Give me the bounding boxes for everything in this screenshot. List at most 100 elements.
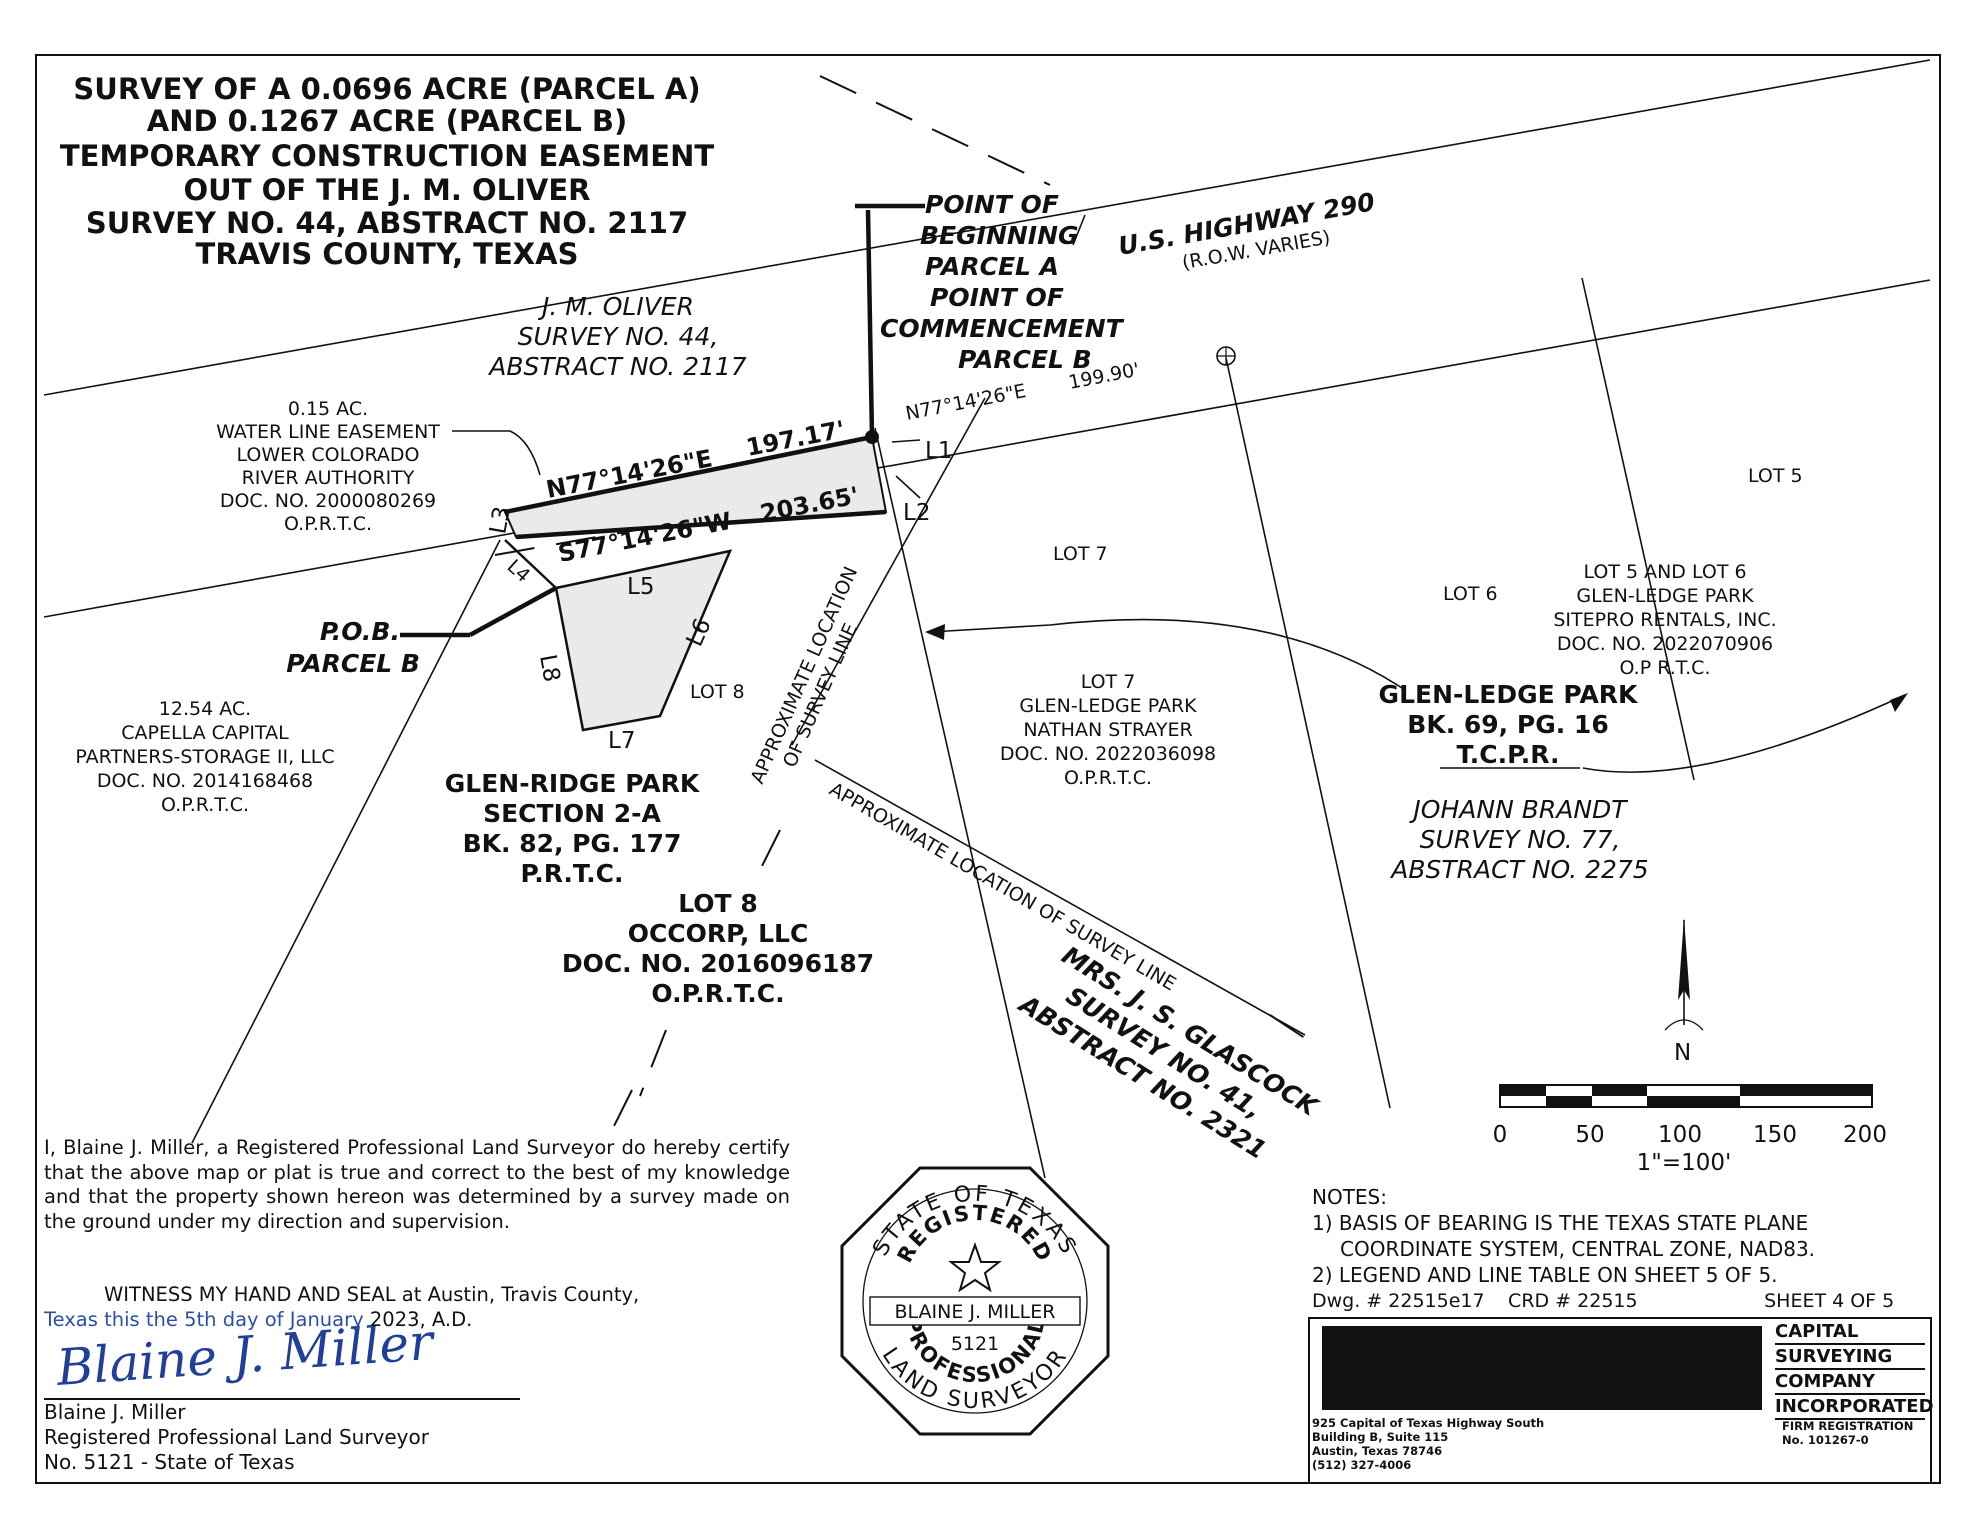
svg-text:0.15 AC.: 0.15 AC. bbox=[288, 398, 368, 420]
line-label-l7: L7 bbox=[608, 728, 635, 754]
line-label-l8: L8 bbox=[534, 653, 564, 685]
svg-text:GLEN-RIDGE PARK: GLEN-RIDGE PARK bbox=[445, 769, 701, 798]
scale-tick-150: 150 bbox=[1753, 1122, 1797, 1148]
dashed-line-upper bbox=[819, 75, 1051, 186]
svg-text:DOC. NO. 2000080269: DOC. NO. 2000080269 bbox=[220, 490, 436, 512]
oliver-survey-label: J. M. OLIVER SURVEY NO. 44, ABSTRACT NO.… bbox=[487, 292, 747, 381]
highway-label: U.S. HIGHWAY 290 (R.O.W. VARIES) bbox=[1116, 187, 1377, 274]
scale-tick-50: 50 bbox=[1575, 1122, 1604, 1148]
svg-text:CAPELLA CAPITAL: CAPELLA CAPITAL bbox=[121, 722, 289, 744]
surveyor-title: Registered Professional Land Surveyor bbox=[44, 1425, 429, 1449]
lot-line-lot7 bbox=[791, 397, 986, 746]
capella-label: 12.54 AC. CAPELLA CAPITAL PARTNERS-STORA… bbox=[75, 698, 334, 816]
svg-text:O.P.R.T.C.: O.P.R.T.C. bbox=[284, 513, 372, 535]
note-1a: 1) BASIS OF BEARING IS THE TEXAS STATE P… bbox=[1312, 1211, 1809, 1235]
company-name: CAPITAL SURVEYING COMPANY INCORPORATED bbox=[1775, 1320, 1934, 1420]
north-arrow-icon: N bbox=[1664, 918, 1704, 1066]
svg-text:POINT OF: POINT OF bbox=[925, 190, 1059, 219]
seal-number: 5121 bbox=[951, 1333, 999, 1355]
svg-text:BEGINNING: BEGINNING bbox=[920, 221, 1079, 250]
lot6-small-label: LOT 6 bbox=[1443, 583, 1498, 605]
svg-text:ABSTRACT NO. 2275: ABSTRACT NO. 2275 bbox=[1389, 855, 1648, 884]
bearing-row: N77°14'26"E bbox=[904, 380, 1028, 425]
approx-survey-line-southeast bbox=[814, 759, 1306, 1036]
line-label-l3: L3 bbox=[485, 504, 515, 536]
svg-text:DOC. NO. 2022070906: DOC. NO. 2022070906 bbox=[1557, 633, 1773, 655]
svg-text:LOT 5 AND LOT 6: LOT 5 AND LOT 6 bbox=[1583, 561, 1746, 583]
parcel-a-north-line bbox=[504, 434, 873, 515]
company-title-block bbox=[1308, 1317, 1932, 1484]
svg-text:POINT OF: POINT OF bbox=[930, 283, 1064, 312]
parcel-a-south-line bbox=[515, 509, 887, 540]
approx-survey-line-label-1: APPROXIMATE LOCATION OF SURVEY LINE bbox=[746, 563, 862, 787]
glen-ledge-arrowhead-east bbox=[1890, 693, 1908, 712]
svg-text:SECTION 2-A: SECTION 2-A bbox=[483, 799, 661, 828]
point-of-beginning-label: POINT OF BEGINNING PARCEL A POINT OF COM… bbox=[880, 190, 1125, 374]
glen-ridge-label: GLEN-RIDGE PARK SECTION 2-A BK. 82, PG. … bbox=[445, 769, 701, 888]
title-line-3: TEMPORARY CONSTRUCTION EASEMENT bbox=[60, 139, 714, 173]
surveyor-name: Blaine J. Miller bbox=[44, 1400, 186, 1424]
scale-tick-100: 100 bbox=[1658, 1122, 1702, 1148]
witness-block: WITNESS MY HAND AND SEAL at Austin, Trav… bbox=[44, 1283, 790, 1332]
monument-icon bbox=[1216, 346, 1236, 366]
scale-tick-0: 0 bbox=[1493, 1122, 1508, 1148]
water-easement-leader bbox=[452, 430, 541, 476]
water-easement-label: 0.15 AC. WATER LINE EASEMENT LOWER COLOR… bbox=[216, 398, 440, 535]
lot8-small-label: LOT 8 bbox=[690, 681, 745, 703]
notes-heading: NOTES: bbox=[1312, 1185, 1387, 1209]
sheet-number: SHEET 4 OF 5 bbox=[1764, 1290, 1895, 1312]
drawing-info: Dwg. # 22515e17 CRD # 22515 SHEET 4 OF 5 bbox=[1312, 1290, 1922, 1312]
approx-line-3 bbox=[611, 1089, 633, 1131]
svg-text:LOT 7: LOT 7 bbox=[1081, 671, 1136, 693]
lot5-6-label: LOT 5 AND LOT 6 GLEN-LEDGE PARK SITEPRO … bbox=[1553, 561, 1776, 679]
svg-text:DOC. NO. 2022036098: DOC. NO. 2022036098 bbox=[1000, 743, 1216, 765]
title-line-1: SURVEY OF A 0.0696 ACRE (PARCEL A) bbox=[73, 72, 700, 106]
title-line-5: SURVEY NO. 44, ABSTRACT NO. 2117 bbox=[86, 206, 688, 240]
line-label-l2: L2 bbox=[903, 500, 930, 526]
svg-text:O.P.R.T.C.: O.P.R.T.C. bbox=[1064, 767, 1152, 789]
svg-text:DOC. NO. 2016096187: DOC. NO. 2016096187 bbox=[562, 949, 874, 978]
glen-ledge-arrow-west bbox=[929, 618, 1406, 691]
svg-text:O.P R.T.C.: O.P R.T.C. bbox=[1620, 657, 1711, 679]
lot5-small-label: LOT 5 bbox=[1748, 465, 1803, 487]
survey-line-west bbox=[191, 539, 501, 1144]
svg-text:PARCEL B: PARCEL B bbox=[958, 345, 1092, 374]
svg-text:SURVEY NO. 77,: SURVEY NO. 77, bbox=[1420, 825, 1621, 854]
svg-text:NATHAN STRAYER: NATHAN STRAYER bbox=[1023, 719, 1192, 741]
svg-text:J. M. OLIVER: J. M. OLIVER bbox=[537, 292, 694, 321]
sheet-border bbox=[35, 54, 1941, 1484]
svg-text:LOT 8: LOT 8 bbox=[678, 889, 757, 918]
svg-text:ABSTRACT NO. 2117: ABSTRACT NO. 2117 bbox=[487, 352, 747, 381]
svg-text:P.O.B.: P.O.B. bbox=[320, 617, 400, 646]
certification-text: I, Blaine J. Miller, a Registered Profes… bbox=[44, 1136, 790, 1233]
pob-parcel-b-label: P.O.B. PARCEL B bbox=[286, 617, 420, 678]
pob-slash bbox=[1072, 214, 1086, 246]
company-address: 925 Capital of Texas Highway South Build… bbox=[1312, 1416, 1545, 1472]
brandt-survey-label: JOHANN BRANDT SURVEY NO. 77, ABSTRACT NO… bbox=[1389, 795, 1648, 884]
scale-tick-200: 200 bbox=[1843, 1122, 1887, 1148]
title-line-4: OUT OF THE J. M. OLIVER bbox=[184, 173, 591, 207]
highway-south-row-line bbox=[43, 279, 1931, 618]
note-1b: COORDINATE SYSTEM, CENTRAL ZONE, NAD83. bbox=[1340, 1237, 1816, 1261]
svg-text:O.P.R.T.C.: O.P.R.T.C. bbox=[651, 979, 784, 1008]
glen-ledge-arrowhead-west bbox=[925, 624, 945, 640]
svg-text:PARCEL A: PARCEL A bbox=[925, 252, 1059, 281]
svg-text:WATER LINE EASEMENT: WATER LINE EASEMENT bbox=[216, 421, 440, 443]
witness-date: Texas this the 5th day of January bbox=[44, 1307, 364, 1331]
approx-dash-southeast bbox=[1269, 1014, 1321, 1049]
dwg-number: Dwg. # 22515e17 bbox=[1312, 1290, 1485, 1312]
highway-north-row-line bbox=[43, 59, 1931, 396]
witness-year: 2023, A.D. bbox=[363, 1307, 473, 1331]
crd-number: CRD # 22515 bbox=[1508, 1290, 1638, 1312]
parcel-b-l4 bbox=[504, 539, 557, 589]
glen-ledge-arrow-east bbox=[1582, 694, 1906, 773]
svg-text:P.R.T.C.: P.R.T.C. bbox=[520, 859, 623, 888]
svg-text:DOC. NO. 2014168468: DOC. NO. 2014168468 bbox=[97, 770, 313, 792]
svg-text:CSCI: CSCI bbox=[1330, 1316, 1754, 1430]
pob-point bbox=[865, 430, 879, 444]
seal-star-icon bbox=[948, 1241, 1002, 1293]
l1-arrow bbox=[891, 439, 921, 443]
note-2: 2) LEGEND AND LINE TABLE ON SHEET 5 OF 5… bbox=[1312, 1263, 1778, 1287]
pob-b-leader-diag bbox=[468, 586, 558, 637]
lot7-small-label: LOT 7 bbox=[1053, 543, 1108, 565]
